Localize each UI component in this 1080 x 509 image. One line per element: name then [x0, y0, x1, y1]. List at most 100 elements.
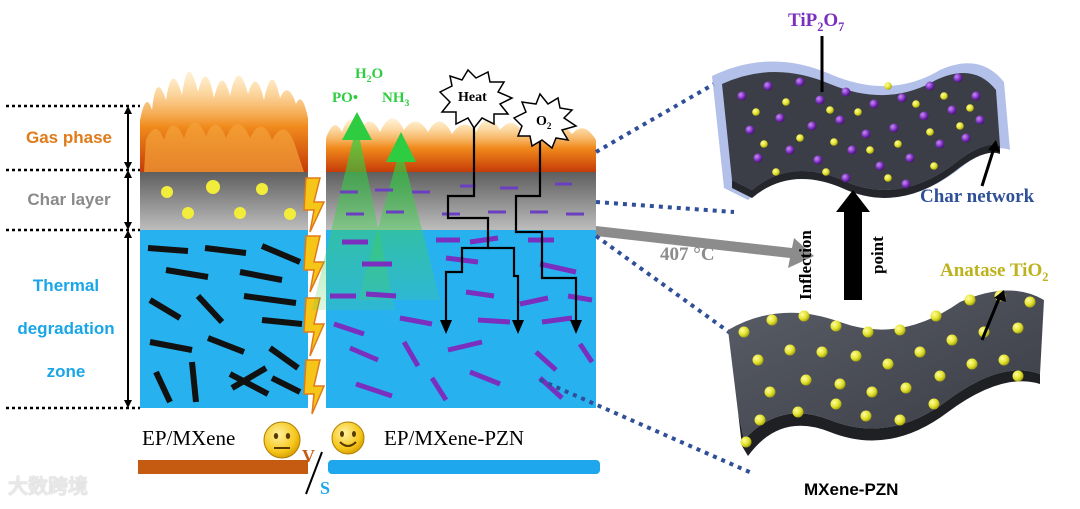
heat-burst [438, 68, 514, 130]
char-network-sheet-edge [732, 144, 1000, 198]
thermal-line-1: Thermal [32, 276, 100, 295]
tio2-particle [894, 414, 906, 426]
tip2o7-particle [847, 145, 857, 155]
tip2o7-particle [875, 161, 885, 171]
right-pzn-flakes [330, 235, 595, 402]
tio2-particle [764, 386, 776, 398]
left-char-particles [161, 180, 296, 220]
temperature-label: 407 °C [660, 244, 715, 265]
left-flames-inner [144, 122, 304, 172]
tip2o7-particle [861, 129, 871, 139]
tio2-particle [782, 98, 790, 106]
ep-mxene-pzn-bar [328, 460, 600, 474]
tio2-particle [850, 350, 862, 362]
tio2-particle [784, 344, 796, 356]
tio2-particle [860, 410, 872, 422]
zone-guide-lines [6, 104, 140, 410]
tio2-particle [866, 146, 874, 154]
tio2-particle [1024, 296, 1036, 308]
tip2o7-label: TiP2O7 [788, 10, 844, 35]
char-network-sheet [712, 61, 1010, 201]
tio2-particle [866, 386, 878, 398]
tio2-particle [966, 358, 978, 370]
tip2o7-particle [775, 113, 785, 123]
tip2o7-particle [919, 111, 929, 121]
gas-phase-label: Gas phase [26, 128, 112, 147]
tip2o7-particle [961, 133, 971, 143]
tio2-particle [738, 326, 750, 338]
tio2-particle [914, 346, 926, 358]
tip2o7-particle [975, 115, 985, 125]
tio2-particle [772, 168, 780, 176]
char-network-particles [737, 73, 985, 189]
point-word: point [868, 236, 887, 274]
left-char-layer [140, 170, 308, 230]
tip2o7-particle [807, 121, 817, 131]
right-char-flakes [340, 182, 584, 216]
o2-burst [512, 92, 578, 150]
tio2-particle [800, 374, 812, 386]
tio2-particle [912, 100, 920, 108]
tio2-particle [834, 378, 846, 390]
tip2o7-particle [869, 99, 879, 109]
mxene-pzn-sheet [728, 290, 1044, 456]
tio2-particle [894, 324, 906, 336]
tip2o7-particle [737, 91, 747, 101]
tip2o7-particle [753, 153, 763, 163]
green-arrow-1 [342, 112, 372, 140]
tip2o7-particle [835, 115, 845, 125]
ep-mxene-pzn-label: EP/MXene-PZN [384, 426, 524, 450]
tio2-particle [900, 382, 912, 394]
nh3-label: NH3 [382, 90, 409, 109]
nh3-sub: 3 [404, 98, 410, 109]
right-block [312, 68, 596, 408]
tio2-particle [752, 108, 760, 116]
tio2-particle [946, 334, 958, 346]
tip2o7-particle [935, 139, 945, 149]
tio2-particle [934, 370, 946, 382]
tio2-particle [956, 122, 964, 130]
tip2o7-particle [785, 145, 795, 155]
tio2-particle [964, 294, 976, 306]
tip2o7-particle [947, 105, 957, 115]
tip2o7-particle [971, 91, 981, 101]
nh3-nh: NH [382, 90, 405, 106]
zone-arrowheads [124, 106, 132, 408]
tip2o7-particle [925, 81, 935, 91]
lightning-bolts [303, 177, 326, 415]
vs-slash [305, 451, 323, 495]
tio2-particle [752, 354, 764, 366]
label-pointers [820, 36, 1006, 341]
h2o-o: O [371, 66, 384, 82]
thermal-line-2: degradation [17, 319, 115, 338]
tip2o7-particle [841, 173, 851, 183]
o2-o: O [536, 114, 547, 129]
tip2o7-particle [815, 95, 825, 105]
tio2-particle [862, 326, 874, 338]
green-arrow-2 [386, 132, 416, 162]
tip2o7-particle [889, 123, 899, 133]
ep-mxene-bar [138, 460, 308, 474]
tip2o7-particle [905, 153, 915, 163]
mxene-pzn-label: MXene-PZN [804, 480, 899, 499]
mxene-pzn-particles [738, 290, 1036, 448]
anatase-sub: 2 [1042, 269, 1049, 284]
tio2-particle [884, 82, 892, 90]
tip2o7-particle [813, 155, 823, 165]
tio2-particle [830, 320, 842, 332]
tio2-particle [930, 310, 942, 322]
inflection-word: Inflection [796, 230, 815, 300]
tio2-particle [822, 168, 830, 176]
tio2-particle [884, 174, 892, 182]
mxene-pzn-sheet-edge [738, 370, 1040, 456]
tio2-particle [966, 104, 974, 112]
tio2-particle [830, 138, 838, 146]
diffusion-paths [444, 118, 578, 322]
tio2-particle [760, 140, 768, 148]
tip2o7-particle [763, 81, 773, 91]
tio2-particle [854, 108, 862, 116]
tio2-particle [930, 162, 938, 170]
tip2o7-b: 2 [817, 19, 824, 34]
temperature-arrow [596, 226, 814, 268]
